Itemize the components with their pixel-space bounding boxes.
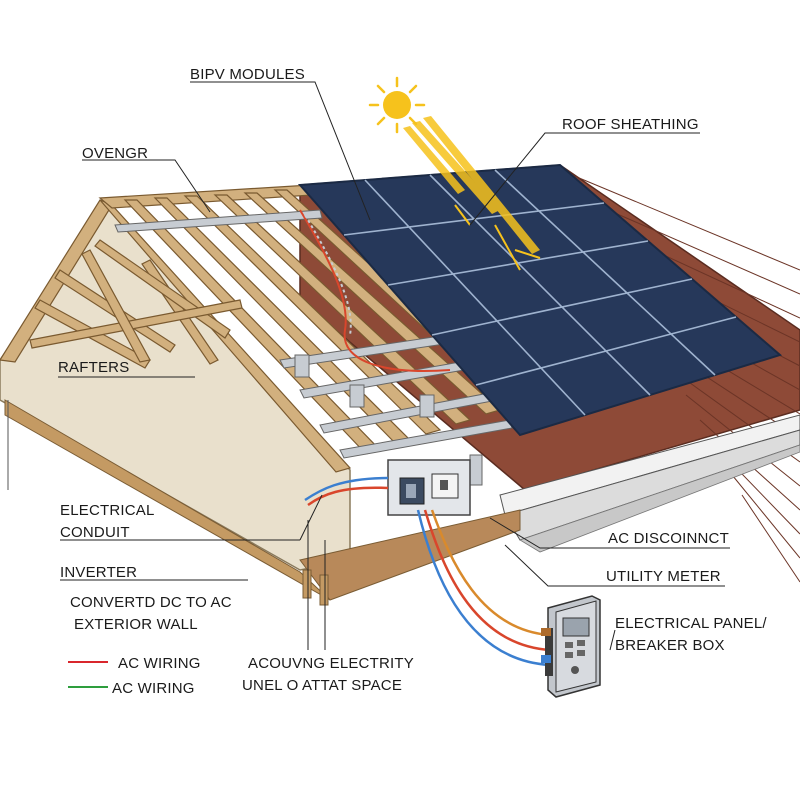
panel-grid-line [343,202,605,236]
panel-grid-line [431,278,693,336]
label-ac-disconnect: AC DISCOINNCT [608,530,729,547]
label-utility-meter: UTILITY METER [606,568,721,585]
shingle-row [559,169,800,271]
label-electrical-conduit-line2: CONDUIT [60,524,130,541]
label-convert-line2: EXTERIOR WALL [74,616,198,633]
label-electrical-panel-line2: BREAKER BOX [615,637,725,654]
label-attic-line2: UNEL O ATTAT SPACE [242,677,402,694]
panel-grid-line [387,240,649,286]
label-bipv-modules: BIPV MODULES [190,66,305,83]
sun-rays [403,116,540,254]
label-ovengr: OVENGR [82,145,148,162]
legend-label-red: AC WIRING [118,655,201,672]
breaker-box-icon [541,595,601,698]
shingle-row [727,469,800,559]
panel-grid-line [429,174,651,396]
panel-grid-line [364,179,586,416]
sun-ray-arrows [454,204,541,271]
ac-wiring [304,476,551,667]
leader-lines [58,81,730,651]
label-attic-line1: ACOUVNG ELECTRITY [248,655,414,672]
label-inverter: INVERTER [60,564,137,581]
shingle-row [741,494,800,583]
label-roof-sheathing: ROOF SHEATHING [562,116,699,133]
legend-label-green: AC WIRING [112,680,195,697]
label-rafters: RAFTERS [58,359,129,376]
mounting-rails [114,209,513,486]
label-convert-line1: CONVERTD DC TO AC [70,594,232,611]
wiring-legend: AC WIRING AC WIRING [68,655,201,697]
disconnect-box-icon [387,459,471,516]
label-electrical-panel-line1: ELECTRICAL PANEL/ [615,615,767,632]
attic-wiring [299,209,451,372]
label-electrical-conduit-line1: ELECTRICAL [60,502,155,519]
sun-icon [368,76,426,134]
roof-fascia [499,414,800,553]
panel-grid-line [494,169,716,376]
panel-grid-line [475,316,737,386]
bipv-solar-array [297,163,783,437]
